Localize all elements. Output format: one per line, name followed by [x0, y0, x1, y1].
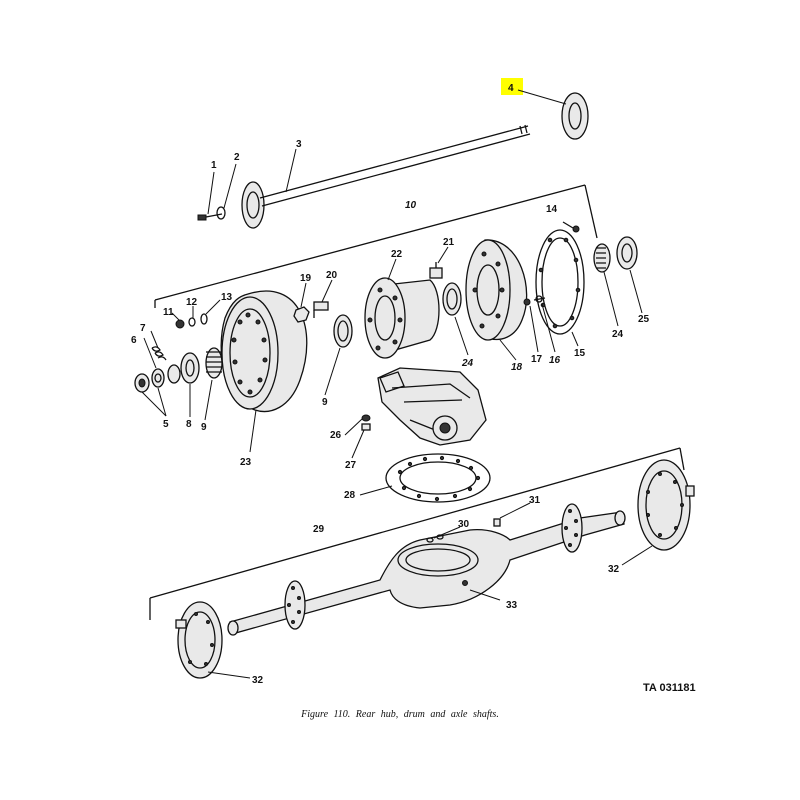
- callout-21: 21: [443, 237, 455, 248]
- callout-32b: 32: [252, 675, 264, 686]
- seal-25: [616, 236, 638, 270]
- seal-4: [561, 92, 589, 140]
- callout-4-highlight: [501, 78, 523, 95]
- callout-8: 8: [186, 419, 192, 430]
- callout-3: 3: [296, 139, 302, 150]
- backing-plate: [465, 239, 528, 341]
- callout-28: 28: [344, 490, 356, 501]
- nut-26: [361, 414, 371, 422]
- nut-5-6: [134, 364, 181, 393]
- axle-housing-bracket: [149, 447, 685, 620]
- small-fasteners-11-13: [175, 313, 208, 329]
- callout-33: 33: [506, 600, 518, 611]
- callout-15: 15: [574, 348, 586, 359]
- callout-1: 1: [211, 160, 217, 171]
- callout-27: 27: [345, 460, 357, 471]
- callout-22: 22: [391, 249, 403, 260]
- callout-26: 26: [330, 430, 342, 441]
- callout-29: 29: [313, 524, 325, 535]
- bearing-cup-9: [333, 314, 353, 348]
- washer-2: [216, 206, 226, 220]
- callout-25: 25: [638, 314, 650, 325]
- axle-housing: [227, 510, 626, 636]
- callout-9b: 9: [322, 397, 328, 408]
- callout-5: 5: [163, 419, 169, 430]
- callout-12: 12: [186, 297, 198, 308]
- bearing-cup-24-middle: [442, 282, 462, 316]
- figure-caption: Figure 110. Rear hub, drum and axle shaf…: [301, 709, 499, 720]
- callout-17: 17: [531, 354, 543, 365]
- screw-14: [562, 221, 580, 233]
- callout-18: 18: [511, 362, 523, 373]
- callout-7: 7: [140, 323, 146, 334]
- callout-13: 13: [221, 292, 233, 303]
- callout-14: 14: [546, 204, 558, 215]
- callout-19: 19: [300, 273, 312, 284]
- callout-24b: 24: [612, 329, 624, 340]
- callout-23: 23: [240, 457, 252, 468]
- gasket-28: [385, 453, 491, 503]
- brake-plate-right: [637, 459, 695, 551]
- callout-30: 30: [458, 519, 470, 530]
- differential-carrier: [377, 367, 487, 446]
- bearing-24-right: [593, 243, 611, 273]
- stud-27: [361, 423, 371, 431]
- wheel-hub: [364, 277, 440, 359]
- brake-plate-left: [175, 601, 223, 679]
- callout-2: 2: [234, 152, 240, 163]
- hub-assembly-bracket: [154, 184, 598, 308]
- flange-left: [284, 580, 306, 630]
- brake-drum: [220, 290, 308, 413]
- bearing-8-9: [180, 347, 223, 384]
- stud-20: [313, 301, 329, 318]
- callout-11: 11: [163, 307, 174, 318]
- stud-21: [429, 262, 443, 279]
- callout-24a: 24: [461, 358, 474, 369]
- callout-labels: 1 2 3 4 5 6 7 8 9 9 10 11 12 13 14 15 16…: [131, 83, 650, 686]
- leader-lines: [141, 89, 653, 679]
- flange-right: [561, 503, 583, 553]
- callout-4: 4: [508, 83, 514, 94]
- ta-number: TA 031181: [643, 682, 696, 694]
- callout-9a: 9: [201, 422, 207, 433]
- nut-19: [293, 306, 310, 323]
- axle-shaft: [241, 124, 531, 229]
- callout-20: 20: [326, 270, 338, 281]
- callout-32a: 32: [608, 564, 620, 575]
- gasket-15: [535, 229, 585, 335]
- callout-16: 16: [549, 355, 561, 366]
- bolt-1: [197, 213, 223, 221]
- callout-31: 31: [529, 495, 541, 506]
- screw-17: [523, 298, 531, 306]
- callout-10: 10: [405, 200, 417, 211]
- spring-7: [151, 346, 167, 361]
- callout-6: 6: [131, 335, 137, 346]
